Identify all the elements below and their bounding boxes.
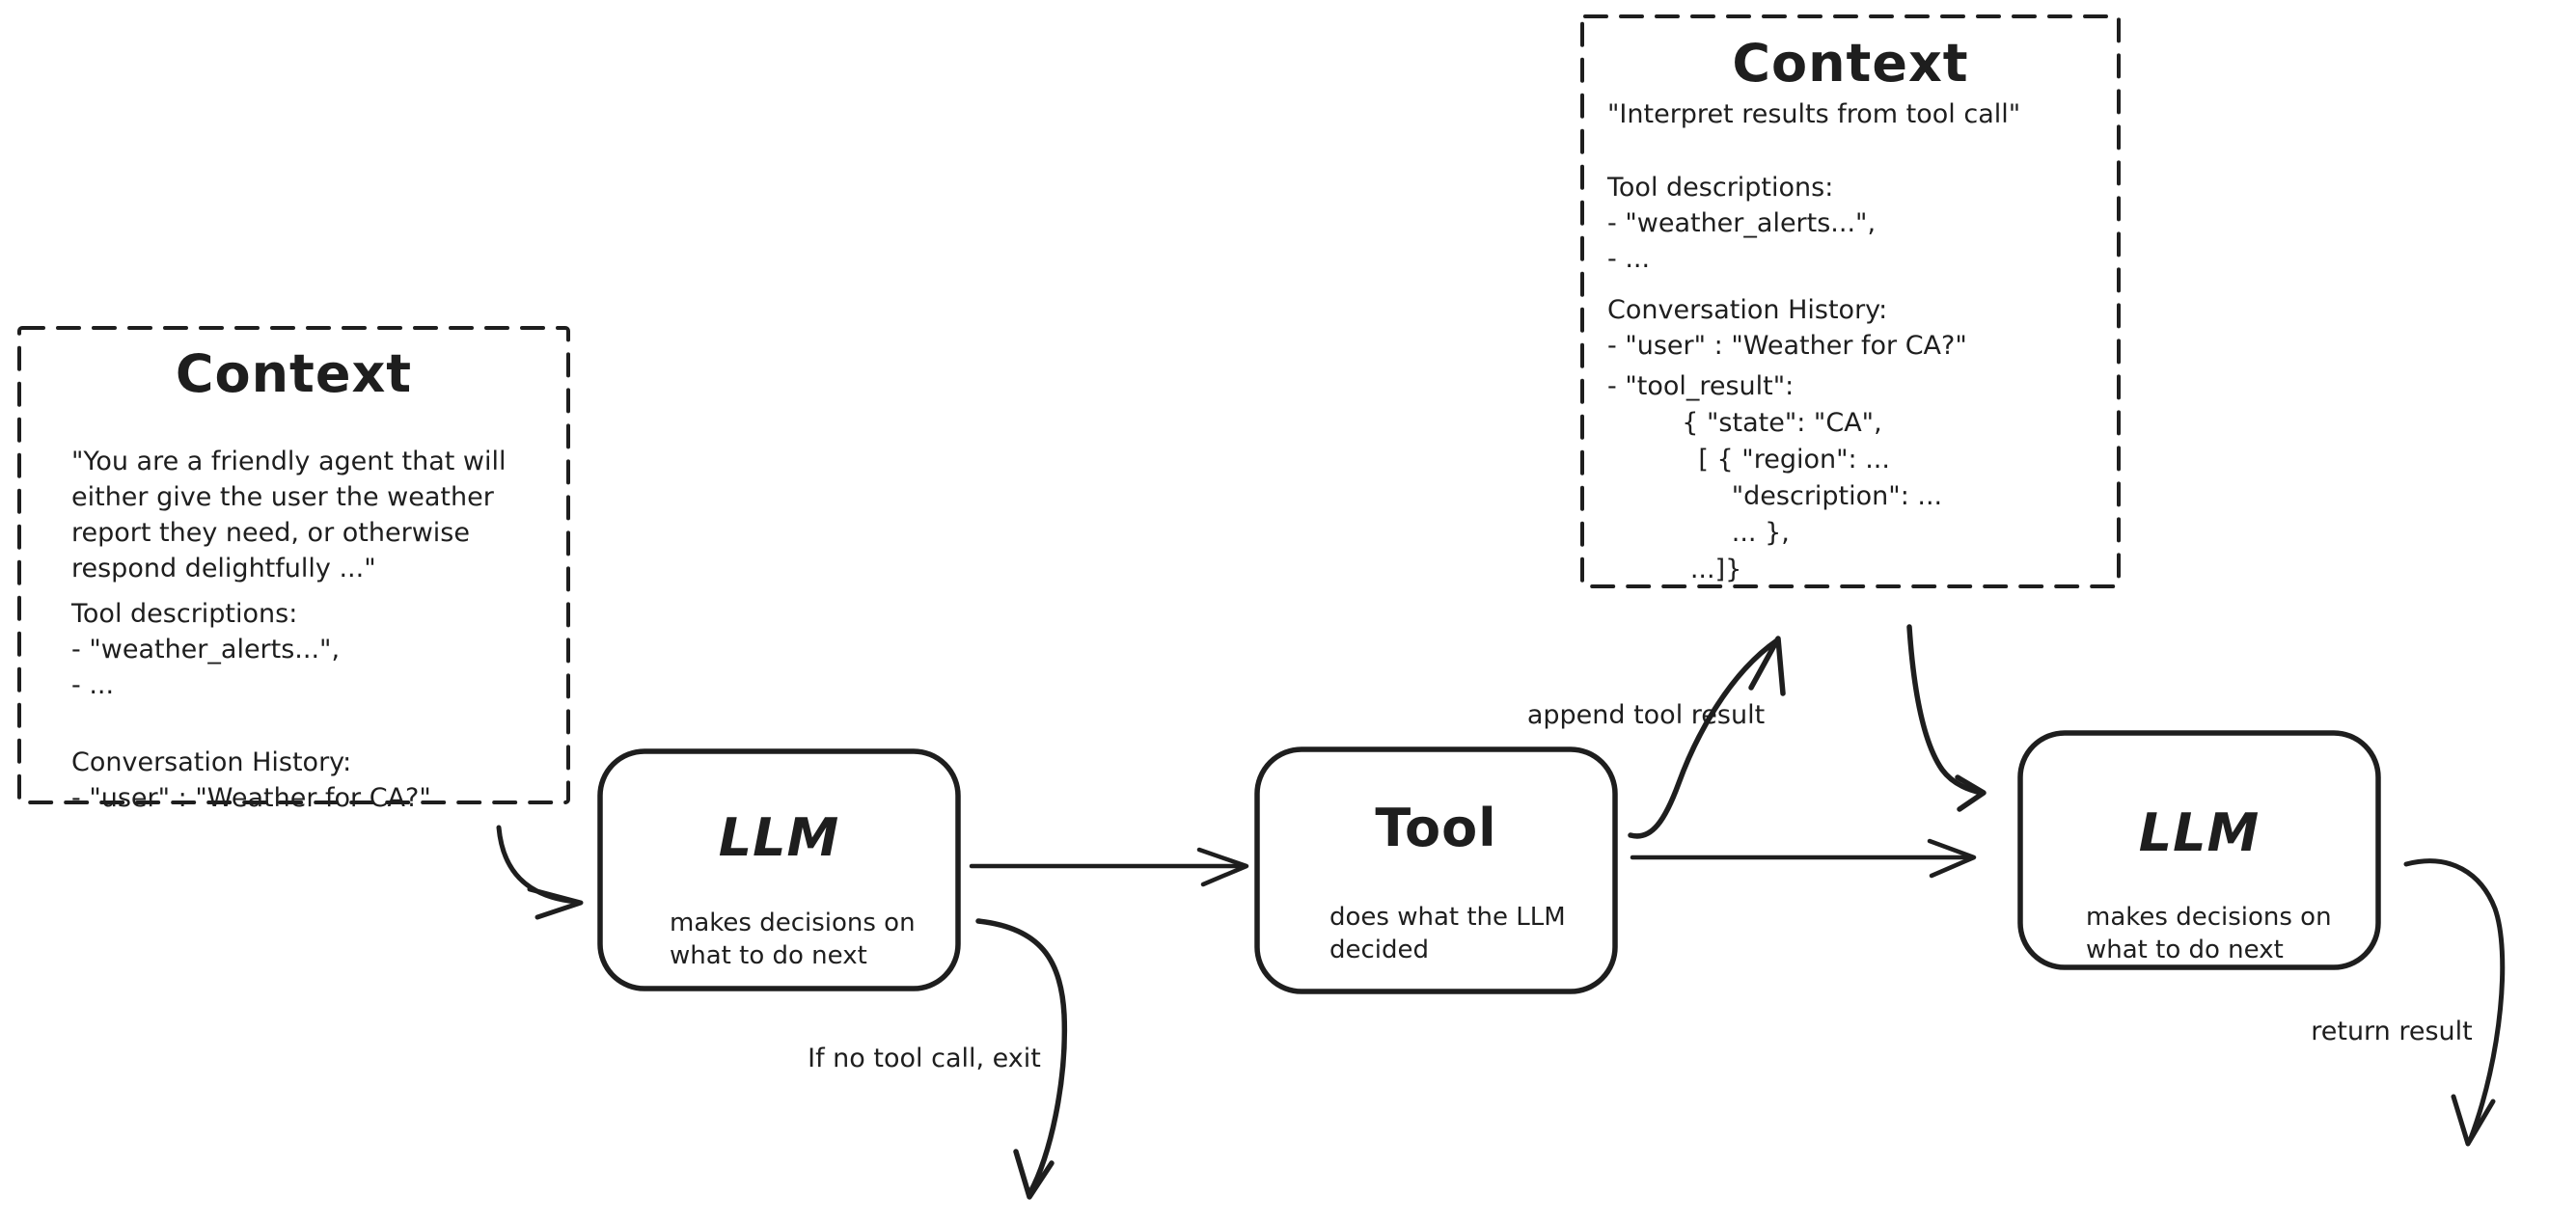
context-left-title: Context: [175, 343, 413, 404]
llm2-node-title: LLM: [2138, 802, 2261, 863]
llm1-node-border: [597, 748, 961, 991]
llm2-node-subtitle: makes decisions on what to do next: [2086, 903, 2332, 964]
context-left-tool-descriptions: Tool descriptions: - "weather_alerts..."…: [71, 599, 341, 700]
context-right-tool-result: - "tool_result": { "state": "CA", [ { "r…: [1607, 371, 1943, 584]
edge-label-return-result: return result: [2311, 1017, 2473, 1046]
llm1-node-title: LLM: [718, 807, 840, 868]
llm1-node-subtitle: makes decisions on what to do next: [670, 909, 916, 970]
context-left-border: [17, 326, 570, 804]
tool-node-title: Tool: [1375, 798, 1497, 858]
arrow-tool-to-context-right: [1628, 636, 1786, 839]
edge-label-if-no-tool-call-exit: If no tool call, exit: [808, 1044, 1041, 1073]
arrow-llm2-return: [2403, 858, 2506, 1147]
tool-node-subtitle: does what the LLM decided: [1329, 903, 1566, 964]
arrow-llm1-exit: [975, 918, 1068, 1200]
arrow-context-left-to-llm1: [496, 825, 584, 920]
context-right-title: Context: [1732, 33, 1969, 94]
edge-label-append-tool-result: append tool result: [1526, 700, 1766, 730]
context-right-instruction: "Interpret results from tool call": [1607, 99, 2021, 129]
llm2-node-border: [2017, 730, 2381, 970]
context-right-conversation-history: Conversation History: - "user" : "Weathe…: [1607, 295, 1967, 361]
context-left-conversation-history: Conversation History: - "user" : "Weathe…: [71, 747, 431, 813]
arrow-llm1-to-tool: [969, 847, 1249, 887]
arrow-tool-to-llm2: [1630, 838, 1977, 879]
arrow-context-right-to-llm2: [1906, 624, 1987, 812]
context-left-system-prompt: "You are a friendly agent that will eith…: [71, 447, 507, 583]
context-right-tool-descriptions: Tool descriptions: - "weather_alerts..."…: [1607, 173, 1877, 274]
context-right-border: [1580, 14, 2121, 588]
tool-node-border: [1254, 746, 1618, 994]
